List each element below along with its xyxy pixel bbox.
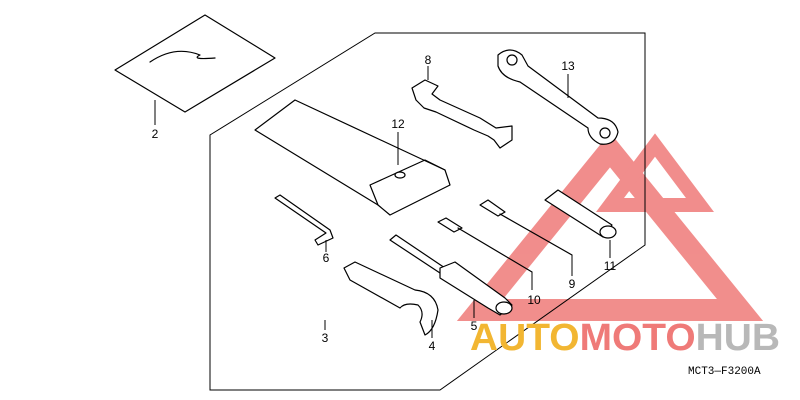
callout-6: 6 bbox=[323, 251, 330, 265]
callout-5: 5 bbox=[471, 319, 478, 333]
callout-10: 10 bbox=[527, 293, 541, 307]
part-ring-wrench bbox=[497, 49, 619, 145]
svg-text:AUTOMOTOHUB: AUTOMOTOHUB bbox=[470, 317, 780, 359]
diagram-code: MCT3—F3200A bbox=[688, 366, 761, 378]
part-screwdriver-10 bbox=[437, 217, 533, 290]
part-tool-pouch bbox=[254, 99, 451, 216]
watermark-logo bbox=[456, 132, 764, 321]
callout-9: 9 bbox=[569, 277, 576, 291]
part-bag bbox=[114, 14, 276, 125]
watermark-auto: AUTO bbox=[470, 317, 580, 359]
part-open-wrench bbox=[411, 66, 513, 149]
part-pin-spanner bbox=[343, 261, 439, 338]
watermark-hub: HUB bbox=[696, 317, 780, 359]
part-box-socket bbox=[544, 189, 617, 258]
callout-2: 2 bbox=[152, 127, 159, 141]
tool-tray-outline bbox=[209, 32, 646, 391]
callout-13: 13 bbox=[561, 59, 575, 73]
callout-11: 11 bbox=[604, 259, 617, 273]
part-plug-wrench bbox=[389, 234, 513, 318]
part-screwdriver-9 bbox=[479, 199, 573, 276]
callout-4: 4 bbox=[429, 339, 436, 353]
watermark-moto: MOTO bbox=[580, 317, 696, 359]
callout-8: 8 bbox=[425, 53, 432, 67]
callout-3: 3 bbox=[322, 331, 329, 345]
watermark-text: AUTOMOTOHUB bbox=[470, 317, 780, 359]
part-hex-key bbox=[274, 194, 334, 252]
callout-12: 12 bbox=[391, 117, 405, 131]
